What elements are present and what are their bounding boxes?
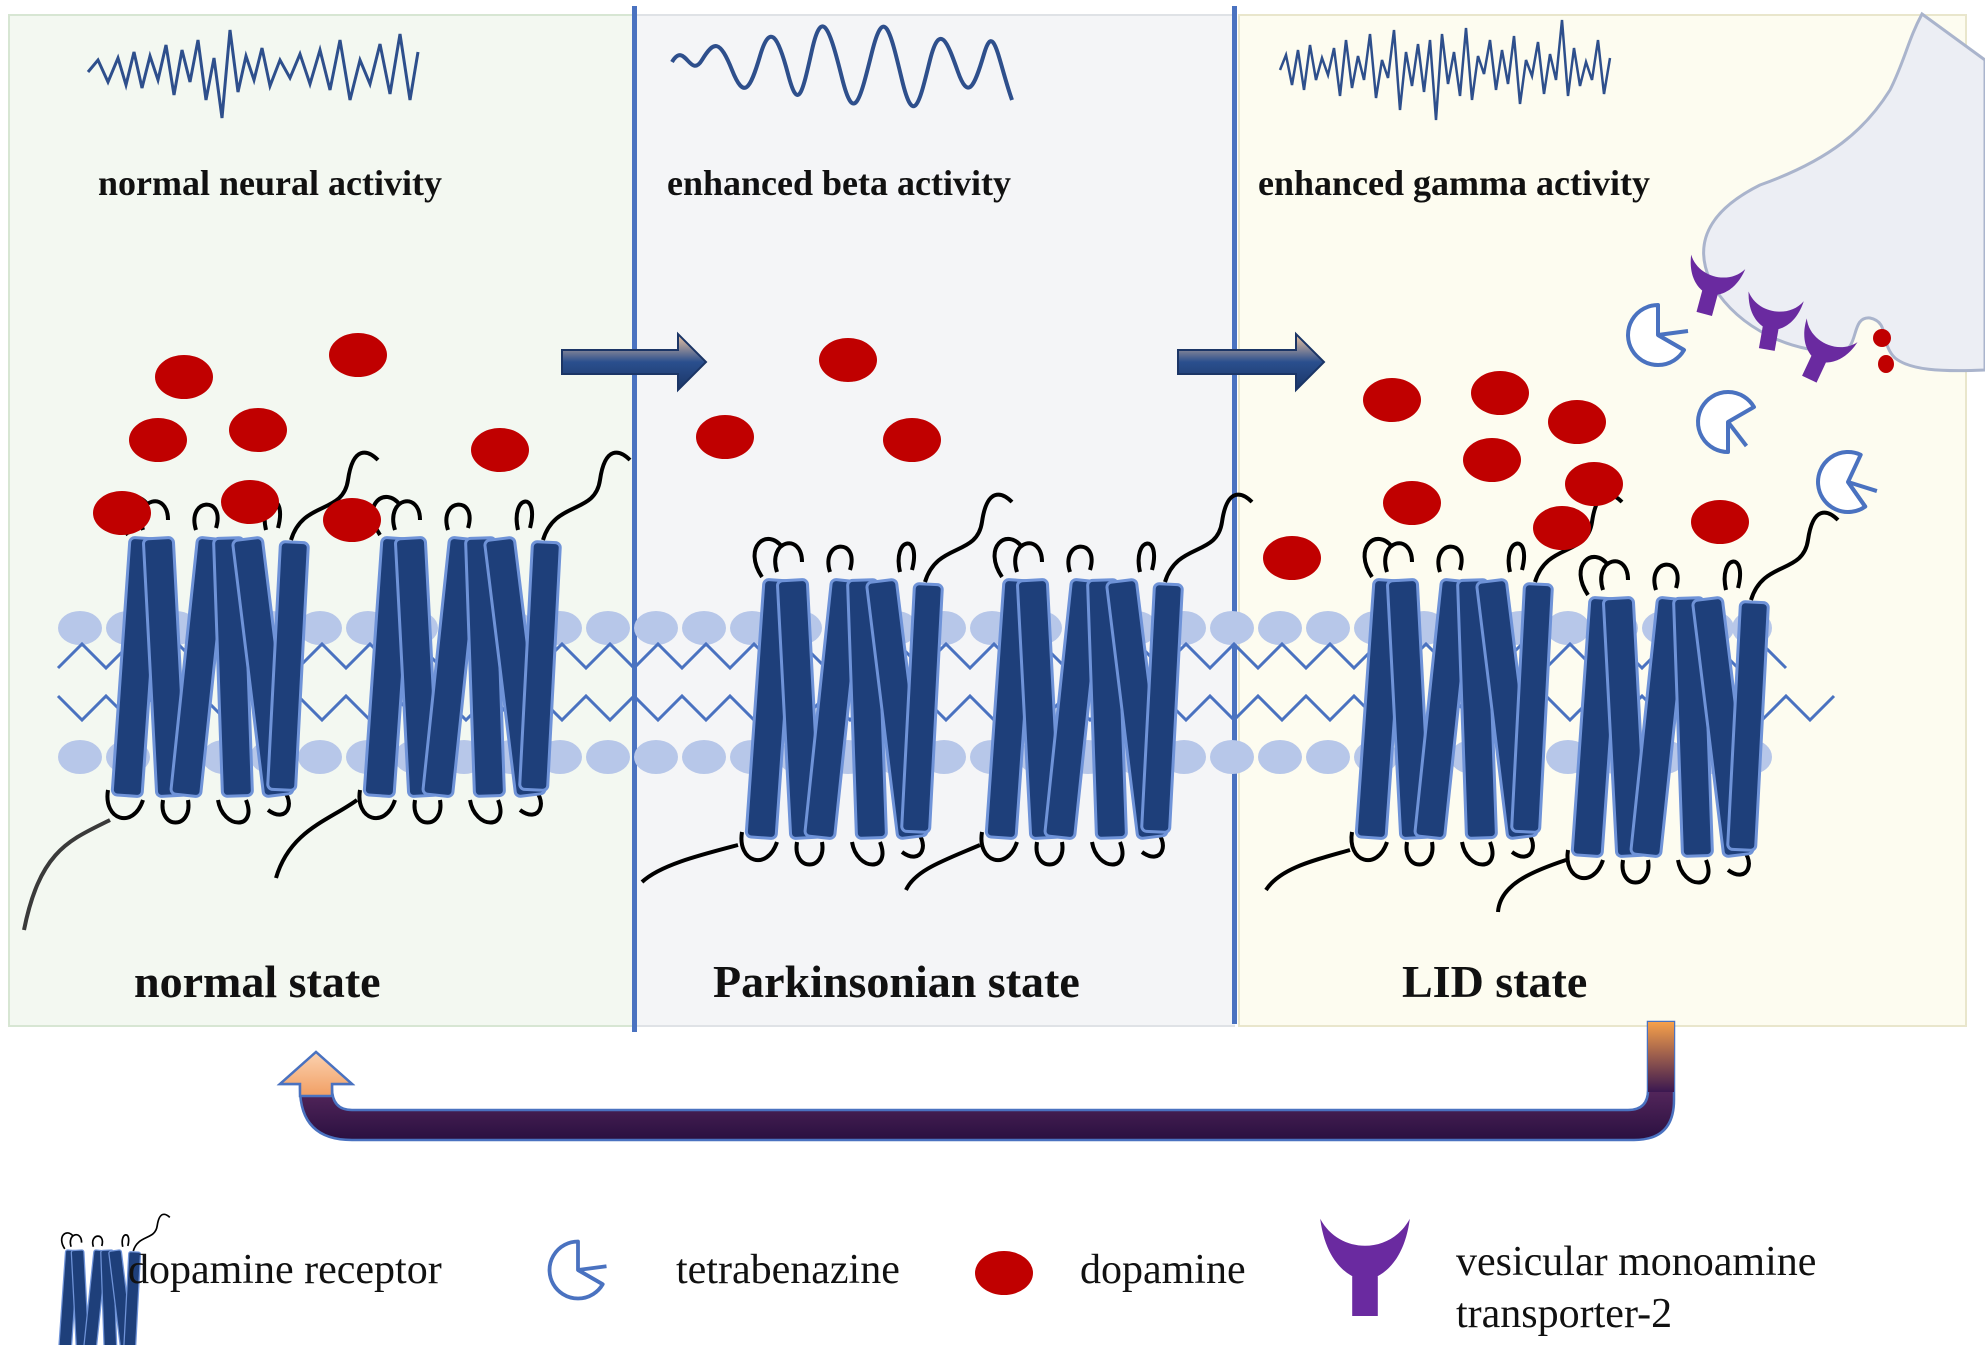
beta-wave-label: enhanced beta activity [667,163,1011,203]
legend-tetrabenazine-icon [547,1239,609,1301]
gamma-wave-label: enhanced gamma activity [1258,163,1650,203]
legend-dopamine-label: dopamine [1080,1247,1246,1293]
arrow-lid-to-normal [276,1020,1676,1142]
receptor-lid-2 [1565,510,1840,885]
normal-wave-label: normal neural activity [98,163,442,203]
arrow-normal-to-parkinsonian [561,331,708,393]
gamma-wave [1278,19,1612,121]
cell-membrane [56,611,1836,774]
lid-state-label: LID state [1402,956,1588,1007]
dopamine-molecules [93,333,1749,580]
arrow-parkinsonian-to-lid [1177,331,1326,393]
normal-state-label: normal state [134,956,381,1007]
beta-wave [670,24,1014,108]
receptor-parkinsonian-2 [979,492,1254,867]
parkinsonian-state-panel [636,14,1235,1027]
legend-vmat2-icon [1320,1218,1410,1316]
legend-tetrabenazine-label: tetrabenazine [676,1247,900,1293]
legend-dopamine-icon [975,1251,1033,1295]
normal-wave [86,29,420,119]
legend-vmat2-label-2: transporter-2 [1456,1291,1673,1337]
receptor-parkinsonian-1 [739,492,1014,867]
legend-vmat2-label-1: vesicular monoamine [1456,1239,1817,1285]
presynaptic-terminal [1702,11,1985,373]
legend-receptor-label: dopamine receptor [128,1247,442,1293]
parkinsonian-state-label: Parkinsonian state [713,956,1080,1007]
